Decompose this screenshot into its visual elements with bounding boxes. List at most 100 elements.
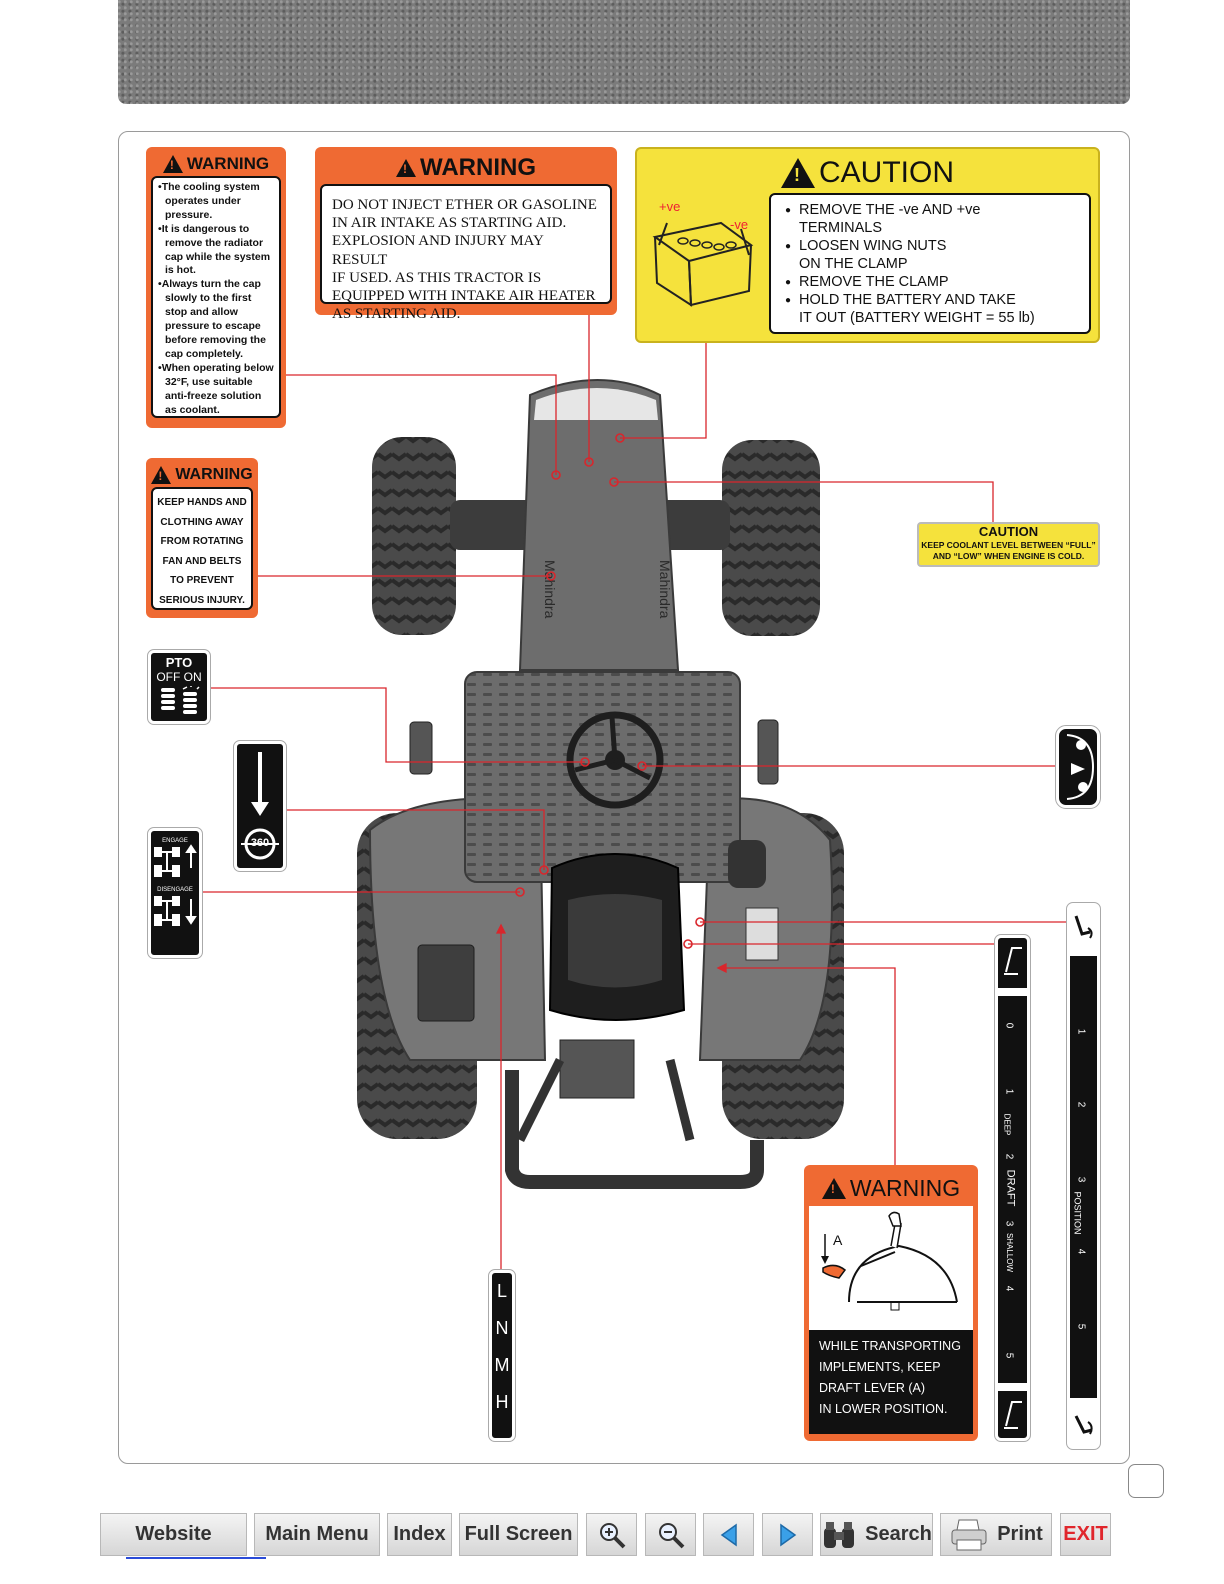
warning-text-line: AS STARTING AID. [332,306,461,323]
warning-text-line: DO NOT INJECT ETHER OR GASOLINE [332,197,597,213]
zoom-in-icon [599,1522,625,1548]
caution-text-line: TERMINALS [799,220,882,236]
warning-text-line: WHILE TRANSPORTING [819,1339,961,1353]
draft-lever-illustration [821,1211,958,1311]
draft-lever-marker: A [833,1232,843,1248]
caution-text-line: LOOSEN WING NUTS [785,237,1079,256]
page-number-box [1128,1464,1164,1498]
main-menu-button[interactable]: Main Menu [254,1513,380,1556]
caution-text-line: AND “LOW” WHEN ENGINE IS COLD. [932,551,1085,561]
lever-up-icon [1074,915,1093,939]
warning-text-line: IMPLEMENTS, KEEP [819,1360,941,1374]
front-left-tire [372,437,456,635]
warning-triangle-icon [162,155,183,173]
caution-text-line: IT OUT (BATTERY WEIGHT = 55 lb) [799,310,1035,326]
warning-label-ether: WARNING DO NOT INJECT ETHER OR GASOLINE … [315,147,617,322]
lever-icon [1004,947,1022,975]
draft-scale-word: DRAFT [1004,1169,1017,1207]
next-page-icon [779,1523,796,1546]
range-gear-label: M [494,1355,510,1375]
hand-throttle-decal [1055,725,1101,809]
draft-scale-number: 4 [1003,1285,1015,1292]
caution-label-coolant: CAUTION KEEP COOLANT LEVEL BETWEEN “FULL… [917,522,1100,567]
steering-wheel [566,711,664,809]
warning-text-line: SERIOUS INJURY. [159,594,245,606]
battery-icon [652,221,754,307]
website-button[interactable]: Website [100,1513,247,1556]
position-scale-word: POSITION [1072,1191,1083,1235]
svg-text:Mahindra: Mahindra [657,560,673,619]
warning-title: WARNING [849,1174,961,1201]
position-scale-number: 1 [1075,1028,1087,1035]
warning-title: WARNING [175,466,253,483]
range-gear-label: L [496,1281,507,1301]
next-page-button[interactable] [762,1513,813,1556]
lever-down-icon [1074,1415,1093,1435]
warning-text-line: IN LOWER POSITION. [819,1402,948,1416]
caution-text-line: REMOVE THE -ve AND +ve [785,201,1079,220]
warning-label-draft-lever: WARNING A WHILE TRANSPORTING IMPLEMENTS,… [804,1165,978,1441]
previous-page-button[interactable] [703,1513,754,1556]
position-scale-number: 2 [1075,1101,1087,1108]
warning-text-line: EQUIPPED WITH INTAKE AIR HEATER [332,288,596,305]
print-button[interactable]: Print [940,1513,1052,1556]
warning-text-line: DRAFT LEVER (A) [819,1381,926,1395]
warning-text-line: FROM ROTATING [160,536,244,547]
full-screen-button-label: Full Screen [464,1523,573,1545]
warning-text-line: IN AIR INTAKE AS STARTING AID. [332,215,567,232]
warning-text-line: FAN AND BELTS [162,555,242,567]
range-gear-label: N [495,1318,509,1338]
caution-title: CAUTION [978,524,1039,539]
pto-title: PTO [165,655,193,670]
range-gear-label: H [495,1392,509,1412]
search-button[interactable]: Search [820,1513,933,1556]
draft-scale-number: 0 [1003,1022,1015,1029]
position-control-scale-decal: 1 2 3 4 5 POSITION [1066,902,1101,1450]
index-button[interactable]: Index [387,1513,452,1556]
draft-scale-number: 5 [1003,1352,1015,1359]
caution-triangle-icon [781,158,815,188]
draft-scale-word: DEEP [1002,1113,1012,1136]
caution-label-battery: CAUTION +ve -ve REMOVE THE -ve AND +ve T… [635,147,1100,343]
zoom-out-icon [658,1522,684,1548]
header-banner [118,0,1130,104]
pto-rpm-value: 360 [250,837,270,849]
caution-text-line: KEEP COOLANT LEVEL BETWEEN “FULL” [921,540,1096,550]
warning-text-line: CLOTHING AWAY [160,516,244,528]
4wd-engaged-icon [154,844,197,877]
print-button-label: Print [997,1523,1043,1545]
previous-page-icon [720,1523,737,1546]
warning-text-line: IF USED. AS THIS TRACTOR IS [332,269,542,286]
pto-states: OFF ON [156,670,202,684]
zoom-in-button[interactable] [586,1513,637,1556]
pto-decal: PTO OFF ON [147,649,211,725]
disengage-label: DISENGAGE [157,887,193,893]
front-right-tire [722,440,820,636]
website-link-underline [126,1557,266,1559]
exit-button[interactable]: EXIT [1060,1513,1111,1556]
svg-text:Mahindra: Mahindra [542,560,558,619]
pto-rpm-decal: 360 [233,740,287,872]
warning-triangle-icon [151,466,172,484]
printer-icon [951,1519,987,1550]
full-screen-button[interactable]: Full Screen [459,1513,578,1556]
position-scale-number: 3 [1075,1176,1087,1183]
warning-bullet: •The cooling system operates under press… [158,181,260,221]
four-wheel-drive-decal: ENGAGE DISENGAGE [147,827,203,959]
range-selector-decal: L N M H [488,1269,516,1442]
warning-title: WARNING [186,154,270,173]
warning-triangle-icon [396,159,416,177]
binoculars-icon [824,1521,855,1548]
engage-label: ENGAGE [162,838,188,844]
warning-bullet: •Always turn the cap slowly to the first… [158,278,266,360]
negative-terminal-label: -ve [730,217,749,232]
main-menu-button-label: Main Menu [265,1523,369,1545]
caution-title: CAUTION [819,156,954,189]
4wd-disengaged-icon [154,896,197,926]
warning-bullet: •When operating below 32°F, use suitable… [158,361,274,416]
zoom-out-button[interactable] [645,1513,696,1556]
index-button-label: Index [393,1523,446,1545]
warning-title: WARNING [420,154,536,181]
